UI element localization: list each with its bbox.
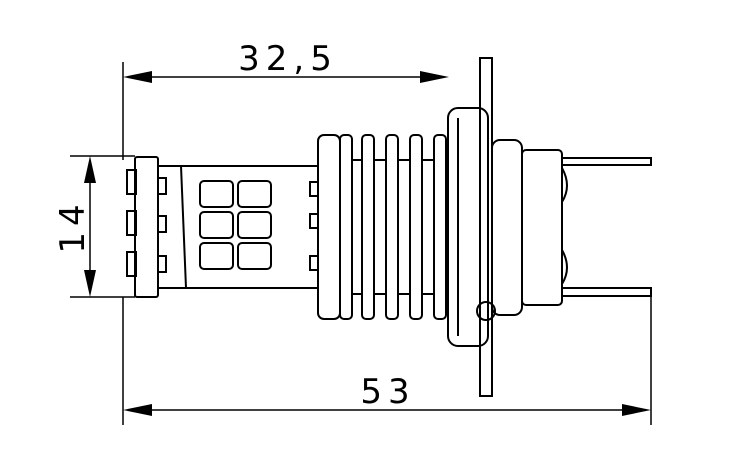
neck-taper-line [180,165,187,289]
base-curves [561,167,568,285]
terminal-pin-top [562,157,652,166]
dimension-bottom: 53 [122,297,652,425]
dimension-left: 14 [53,155,135,298]
base-collar [491,139,523,316]
base [476,139,652,321]
right-chip-3 [309,255,319,271]
dimension-label-bottom: 53 [360,372,415,412]
fin-6 [433,134,447,320]
arrow-head-left-bottom [123,404,152,416]
end-cap [134,156,159,298]
dimension-label-top: 32,5 [238,39,338,79]
base-body [521,149,563,306]
neck-body [158,165,318,289]
arrow-head-right-top [420,71,449,83]
side-led-2 [126,210,137,236]
led-head [126,156,319,298]
dimension-top: 32,5 [122,39,449,160]
arrow-head-left-top [123,71,152,83]
small-led-2 [157,215,167,233]
fin-3 [361,134,375,320]
fin-2 [339,134,353,320]
flange-body [447,107,489,347]
led-grid [199,180,272,270]
fin-4 [385,134,399,320]
fin-connectors [352,159,434,295]
flange [447,57,493,397]
heat-sink [317,134,447,320]
side-led-3 [126,251,137,277]
arrow-head-down-left [84,270,96,297]
fin-5 [409,134,423,320]
small-led-3 [157,255,167,273]
dimension-label-left: 14 [53,198,93,253]
small-led-1 [157,177,167,195]
arrow-head-up-left [84,156,96,183]
base-pin-circle [476,301,496,321]
arrow-head-right-bottom [622,404,651,416]
terminal-pin-bottom [562,287,652,297]
fin-1 [317,134,341,320]
side-led-1 [126,169,137,195]
right-chip-1 [309,181,319,197]
right-chip-2 [309,213,319,229]
